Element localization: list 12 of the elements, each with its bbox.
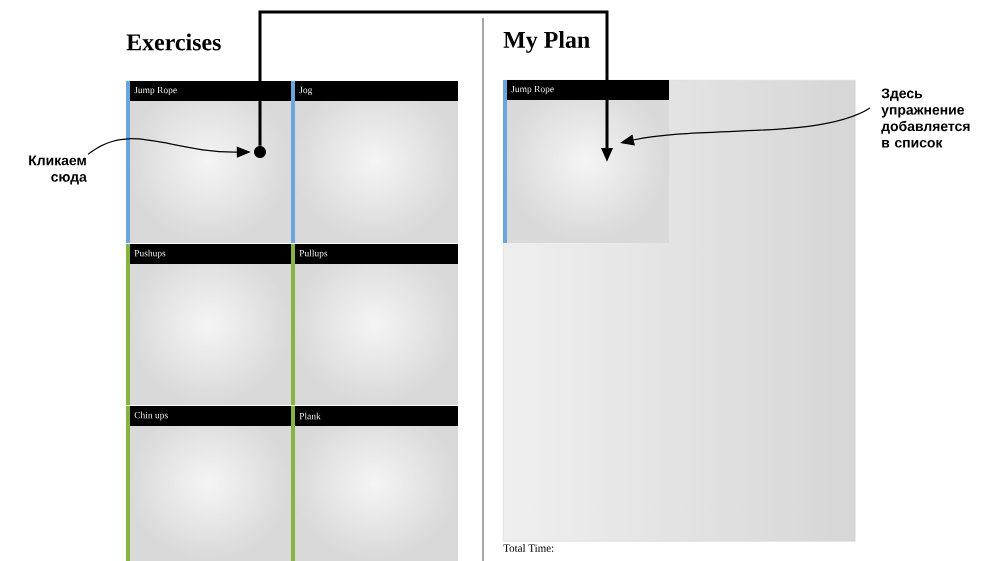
section-heading: Exercises — [126, 33, 221, 51]
exercise-card: Plank — [291, 406, 458, 561]
exercise-card: Chin ups — [126, 406, 291, 561]
section-heading: My Plan — [503, 31, 590, 53]
total-time-text: Total Time: — [503, 544, 554, 552]
exercise-card: Jump Rope — [503, 80, 669, 243]
callout-text: Кликаем сюда — [29, 155, 87, 185]
callout-text: Здесь упражнение добавляется в список — [881, 88, 970, 148]
exercise-card: Pullups — [291, 244, 458, 405]
exercise-card: Jump Rope — [126, 81, 291, 243]
exercise-card: Jog — [291, 81, 458, 243]
exercise-card: Pushups — [126, 244, 291, 405]
